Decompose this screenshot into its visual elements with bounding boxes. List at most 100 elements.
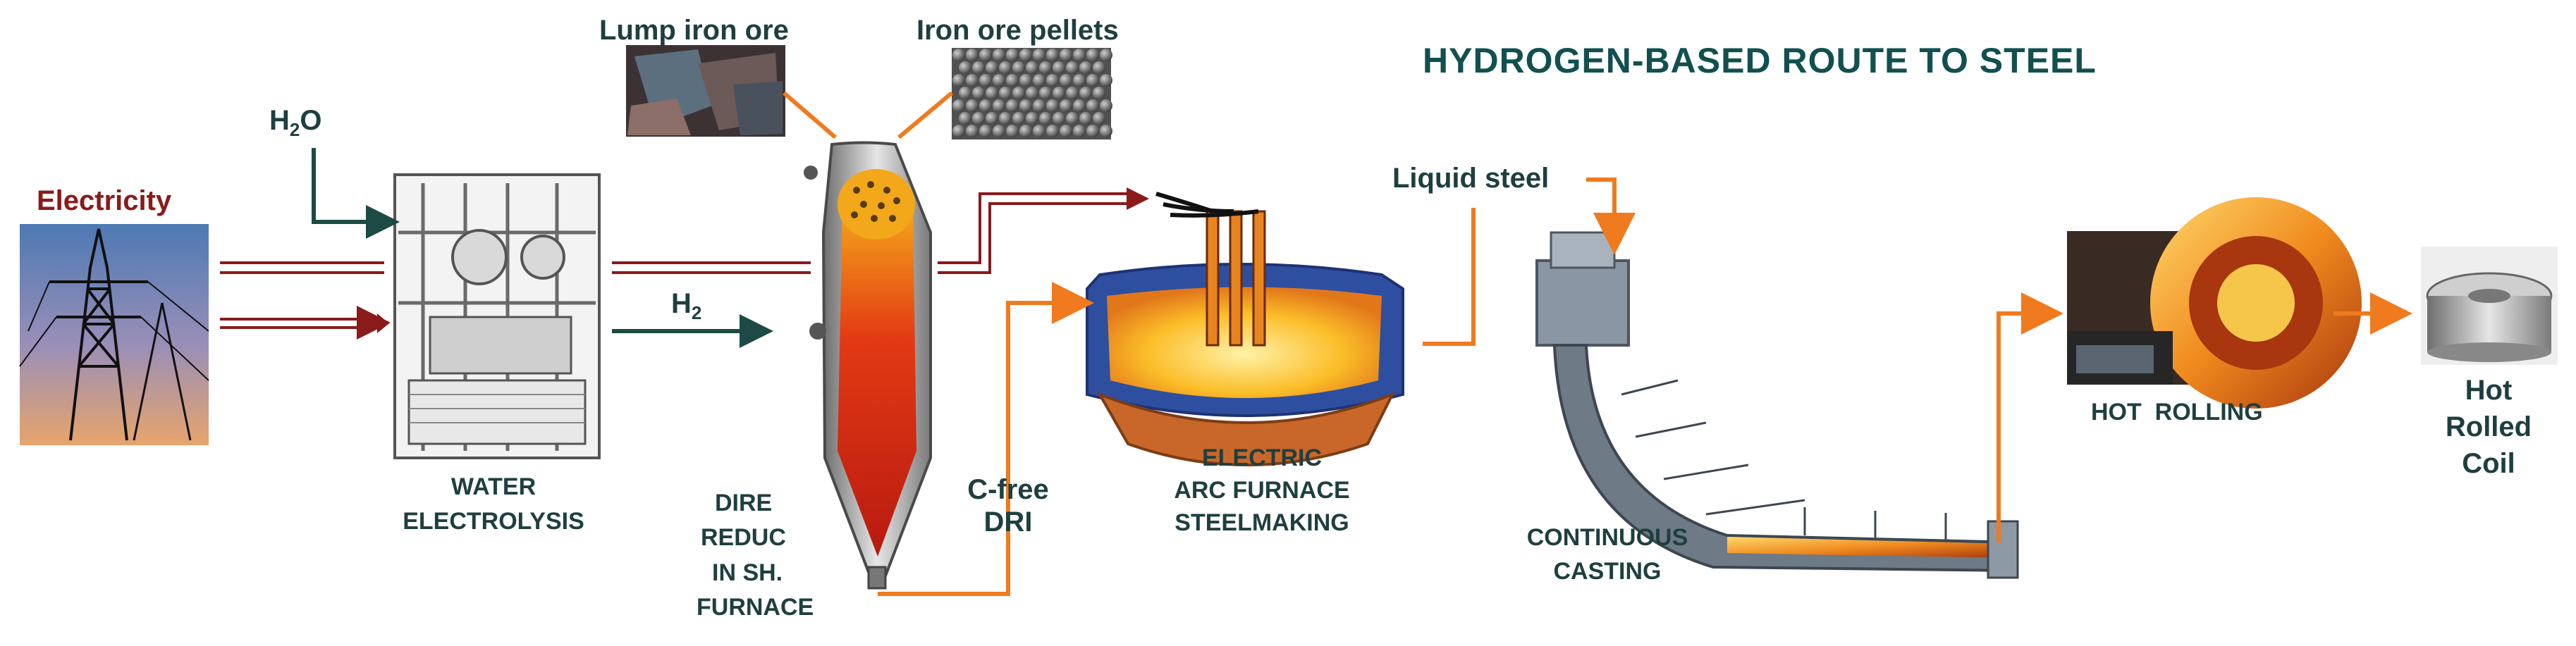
pellet-dot — [986, 112, 998, 125]
direct-reduction-line-2: REDUC — [701, 524, 786, 552]
water-label-sub: 2 — [289, 119, 300, 140]
continuous-casting-image — [1535, 231, 2019, 579]
pellet-dot — [1053, 87, 1065, 99]
pellet-dot — [1026, 61, 1038, 74]
pellet-dot — [1053, 112, 1065, 125]
water-label-main: H — [269, 105, 290, 136]
pellet-dot — [1012, 87, 1025, 99]
eaf-line-1: ELECTRIC — [1202, 445, 1322, 471]
pellet-dot — [986, 87, 998, 99]
pellet-dot — [1019, 74, 1032, 87]
pellet-dot — [999, 87, 1012, 99]
pellet-dot — [1066, 87, 1079, 99]
direct-reduction-line-1: DIRE — [715, 490, 773, 516]
hydrogen-label-main: H — [671, 288, 692, 319]
pellet-dot — [1012, 112, 1025, 125]
pellet-dot — [966, 74, 979, 87]
pellet-dot — [1060, 99, 1072, 112]
continuous-casting-line-2: CASTING — [1553, 557, 1662, 585]
pellet-dot — [1046, 99, 1059, 112]
pellet-dot — [952, 99, 965, 112]
liquid-steel-label: Liquid steel — [1392, 163, 1550, 194]
electrolyser-image — [393, 173, 601, 459]
pellet-dot — [1039, 112, 1052, 125]
hydrogen-label: H2 — [671, 287, 701, 324]
pellet-dot — [1033, 99, 1045, 112]
pellets-label: Iron ore pellets — [916, 15, 1119, 46]
pellet-dot — [1033, 125, 1045, 137]
water-label: H2O — [269, 104, 321, 141]
lump-ore-image — [626, 45, 785, 137]
orange-connectors — [783, 91, 2412, 596]
diagram-title: HYDROGEN-BASED ROUTE TO STEEL — [1423, 41, 2097, 80]
water-arrow — [312, 148, 400, 239]
pellet-dot — [1039, 61, 1052, 74]
pellet-dot — [1100, 74, 1112, 87]
electricity-label: Electricity — [37, 185, 172, 216]
water-electrolysis-label: WATER ELECTROLYSIS — [367, 473, 620, 535]
pellet-dot — [1060, 49, 1072, 61]
pellet-dot — [1086, 125, 1099, 137]
pellet-dot — [1086, 99, 1099, 112]
hydrogen-label-sub: 2 — [691, 302, 702, 323]
pellet-dot — [1100, 49, 1112, 61]
water-electrolysis-line-2: ELECTROLYSIS — [403, 508, 584, 535]
pellet-dot — [966, 99, 979, 112]
pellet-dot — [1079, 112, 1092, 125]
pellet-dot — [993, 99, 1005, 112]
pellet-dot — [979, 49, 992, 61]
pellet-dot — [993, 74, 1005, 87]
pellet-dot — [952, 49, 965, 61]
pellet-dot — [979, 74, 992, 87]
eaf-line-3: STEELMAKING — [1174, 509, 1349, 536]
direct-reduction-line-4: FURNACE — [697, 593, 814, 621]
cfree-label: C-free — [967, 474, 1049, 505]
electricity-image — [19, 224, 209, 445]
pellet-dot — [979, 99, 992, 112]
pellet-dot — [1053, 61, 1065, 74]
continuous-casting-label: CONTINUOUS CASTING — [1502, 521, 1713, 588]
pellet-dot — [986, 61, 998, 74]
pellet-dot — [1066, 112, 1079, 125]
pellet-dot — [1073, 74, 1086, 87]
coil-line-1: Hot — [2465, 375, 2513, 406]
pellet-dot — [1100, 99, 1112, 112]
pellet-dot — [952, 74, 965, 87]
pellet-dot — [1019, 125, 1032, 137]
pellet-dot — [1086, 49, 1099, 61]
pellet-dot — [999, 112, 1012, 125]
pellet-dot — [1046, 49, 1059, 61]
hot-rolling-image — [2067, 197, 2362, 409]
pellets-image — [952, 48, 1112, 139]
continuous-casting-line-1: CONTINUOUS — [1526, 524, 1688, 551]
pellet-dot — [1019, 99, 1032, 112]
coil-line-3: Coil — [2462, 448, 2515, 479]
water-electrolysis-line-1: WATER — [450, 473, 536, 500]
eaf-line-2: ARC FURNACE — [1174, 476, 1350, 504]
pellet-dot — [1060, 125, 1072, 137]
cfree-dri-label: C-free DRI — [952, 473, 1065, 538]
pellet-dot — [959, 112, 971, 125]
hot-rolled-coil-label: Hot Rolled Coil — [2418, 372, 2559, 482]
pellet-dot — [1026, 112, 1038, 125]
pellet-dot — [1006, 49, 1019, 61]
pellet-dot — [952, 125, 965, 137]
eaf-image — [1086, 192, 1404, 466]
pellet-dot — [1066, 61, 1079, 74]
pellet-dot — [993, 49, 1005, 61]
pellet-dot — [999, 61, 1012, 74]
dri-label: DRI — [983, 507, 1033, 538]
pellet-dot — [959, 61, 971, 74]
pellet-dot — [966, 125, 979, 137]
pellet-dot — [972, 87, 985, 99]
pellet-dot — [1086, 74, 1099, 87]
coil-line-2: Rolled — [2445, 411, 2532, 442]
pellet-dot — [1079, 61, 1092, 74]
pellet-dot — [1060, 74, 1072, 87]
pellet-dot — [1039, 87, 1052, 99]
pellet-dot — [1046, 74, 1059, 87]
pellet-dot — [972, 61, 985, 74]
pellet-dot — [1073, 49, 1086, 61]
pellet-dot — [1006, 74, 1019, 87]
